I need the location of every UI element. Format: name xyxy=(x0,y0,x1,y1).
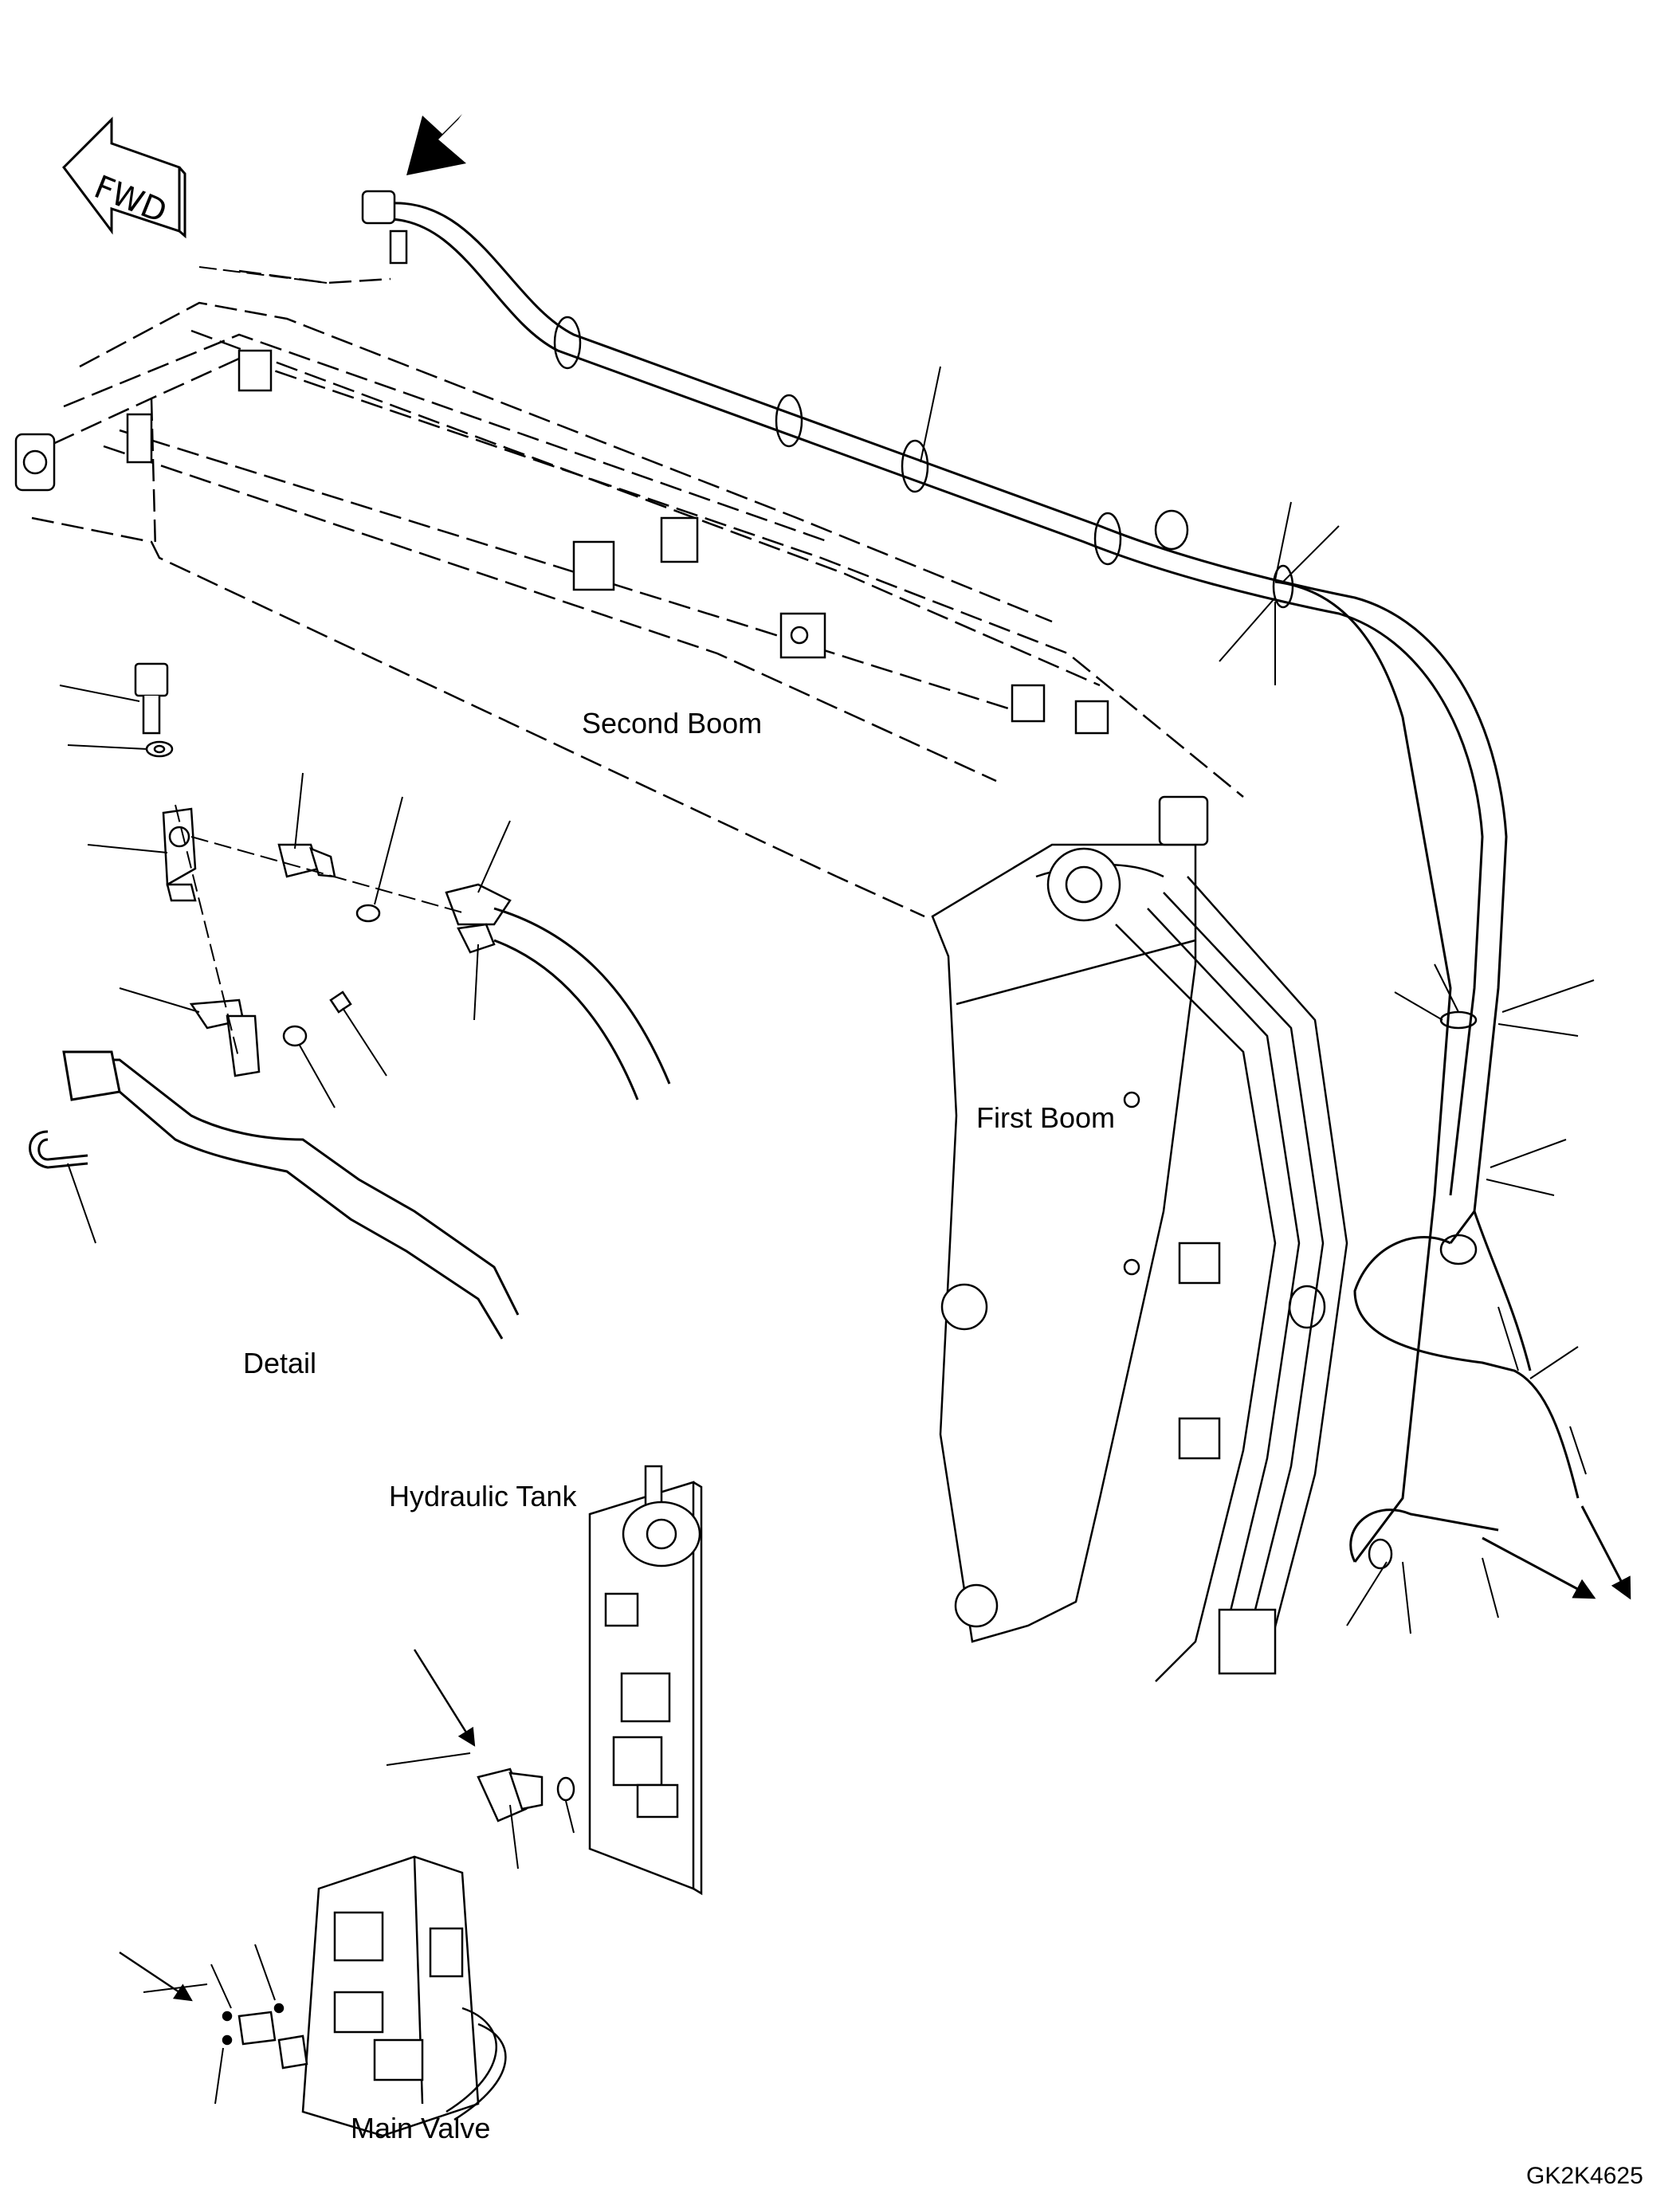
second-boom-label: Second Boom xyxy=(582,707,762,740)
detail-label: Detail xyxy=(243,1347,316,1379)
detail-clip xyxy=(189,991,352,1077)
hydraulic-tank xyxy=(588,1465,703,1896)
hose-end-arrows xyxy=(1482,1505,1631,1600)
valve-pointer-arrow xyxy=(119,1951,193,2002)
upper-hose-end xyxy=(361,190,408,265)
main-valve xyxy=(222,1855,507,2137)
second-boom-outline xyxy=(24,269,1244,918)
hose-clamps xyxy=(553,316,1478,1570)
drawing-code: GK2K4625 xyxy=(1526,2163,1643,2189)
hose-route xyxy=(382,202,1580,1563)
detail-dashed-axis xyxy=(175,266,463,1061)
pointer-arrow-icon xyxy=(406,114,466,175)
tank-pointer-arrow xyxy=(413,1649,476,1747)
first-boom-label: First Boom xyxy=(976,1101,1115,1134)
main-valve-label: Main Valve xyxy=(351,2112,490,2144)
detail-bracket xyxy=(162,807,197,902)
first-boom-pins xyxy=(940,795,1277,1675)
fwd-arrow-icon: FWD xyxy=(62,116,186,239)
detail-pipe xyxy=(29,1050,520,1340)
detail-bolt xyxy=(134,662,174,758)
first-boom-outline xyxy=(931,843,1348,1682)
detail-fittings xyxy=(277,843,512,954)
tank-fitting xyxy=(477,1767,575,1822)
hydraulic-tank-label: Hydraulic Tank xyxy=(389,1480,577,1512)
second-boom-fittings xyxy=(14,349,1109,735)
callout-leaders xyxy=(59,366,1595,2105)
detail-hose xyxy=(493,907,671,1100)
